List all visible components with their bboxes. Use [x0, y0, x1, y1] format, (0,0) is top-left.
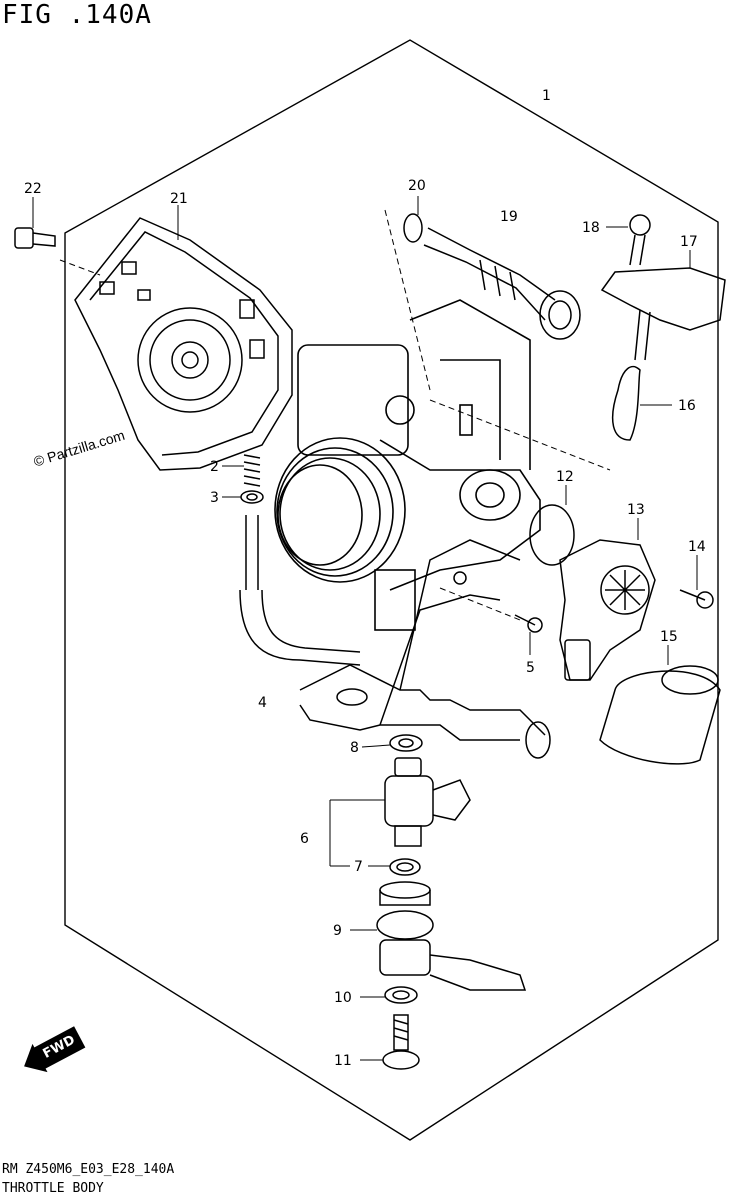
callout-18: 18	[582, 220, 600, 236]
callout-3: 3	[210, 490, 219, 506]
callout-1: 1	[542, 88, 551, 104]
callout-5: 5	[526, 660, 535, 676]
callout-9: 9	[333, 923, 342, 939]
figure-title: FIG .140A	[2, 0, 152, 30]
callout-20: 20	[408, 178, 426, 194]
diagram-code: RM Z450M6_E03_E28_140A	[2, 1162, 175, 1177]
callout-8: 8	[350, 740, 359, 756]
leader-lines	[32, 196, 698, 1061]
part-1-throttle-body	[274, 299, 541, 631]
part-19-sensor	[403, 213, 581, 340]
callout-2: 2	[210, 459, 219, 475]
callout-22: 22	[24, 181, 42, 197]
callout-6: 6	[300, 831, 309, 847]
callout-10: 10	[334, 990, 352, 1006]
diagram-title: THROTTLE BODY	[2, 1181, 104, 1196]
callout-16: 16	[678, 398, 696, 414]
part-13-sensor	[529, 504, 721, 765]
part-2-spring	[240, 454, 264, 504]
callout-14: 14	[688, 539, 706, 555]
callout-17: 17	[680, 234, 698, 250]
callout-15: 15	[660, 629, 678, 645]
part-17-sensor	[600, 214, 726, 441]
callout-21: 21	[170, 191, 188, 207]
callout-12: 12	[556, 469, 574, 485]
callout-7: 7	[354, 859, 363, 875]
part-22-bolt	[14, 227, 56, 249]
callout-13: 13	[627, 502, 645, 518]
part-6-injector	[376, 734, 527, 1070]
part-4-hose	[239, 515, 551, 759]
callout-4: 4	[258, 695, 267, 711]
callout-11: 11	[334, 1053, 352, 1069]
callout-labels: 1 2 3 4 5 6 7 8 9 10 11 12 13 14 15 16 1…	[24, 88, 706, 1069]
assembly-frame	[64, 39, 719, 1141]
callout-19: 19	[500, 209, 518, 225]
part-21-cover	[74, 217, 293, 471]
